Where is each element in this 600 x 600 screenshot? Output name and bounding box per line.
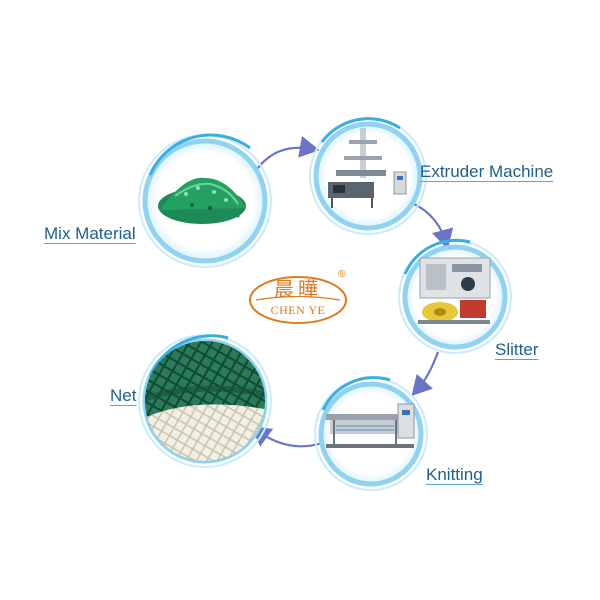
mix-material-node: [138, 133, 272, 268]
arrow-knitting-to-net: [250, 426, 323, 448]
slitter-node: [398, 238, 512, 354]
mix-material-label: Mix Material: [44, 224, 136, 243]
knitting-node: [314, 376, 428, 491]
arrow-mix-to-extruder: [254, 135, 320, 173]
chen-ye-logo: 晨曄 CHEN YE ®: [246, 269, 350, 327]
arrow-extruder-to-slitter: [411, 201, 454, 250]
extruder-machine-image: [328, 128, 407, 208]
logo-english-text: CHEN YE: [270, 303, 326, 317]
knitting-machine-image: [326, 403, 415, 448]
registered-mark: ®: [338, 269, 346, 280]
green-pellets-image: [158, 177, 246, 224]
extruder-machine-node: [309, 117, 427, 235]
slitter-machine-image: [418, 257, 491, 324]
logo-chinese-text: 晨曄: [274, 277, 322, 301]
knitting-label: Knitting: [426, 465, 483, 484]
slitter-label: Slitter: [495, 340, 539, 359]
net-label: Net: [110, 386, 137, 405]
net-node: [138, 334, 272, 468]
extruder-machine-label: Extruder Machine: [420, 162, 554, 181]
arrow-slitter-to-knitting: [411, 351, 440, 396]
logo-oval-icon: [249, 276, 347, 324]
